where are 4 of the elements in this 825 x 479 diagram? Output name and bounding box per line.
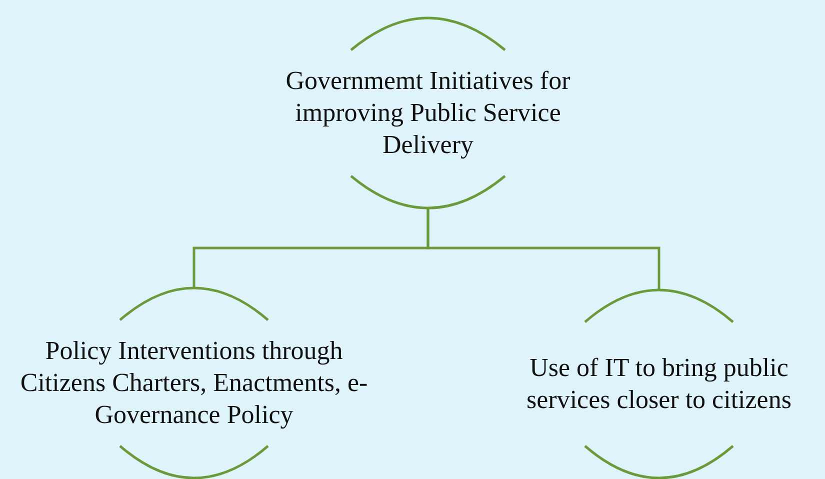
node-text: Governmemt Initiatives for improving Public Service Delivery (284, 65, 572, 161)
connector-line (426, 208, 660, 290)
node-text: Use of IT to bring public services closer to citizens (526, 352, 792, 416)
node-text: Policy Interventions through Citizens Charters, Enactments, e-Governance Policy (19, 335, 369, 431)
